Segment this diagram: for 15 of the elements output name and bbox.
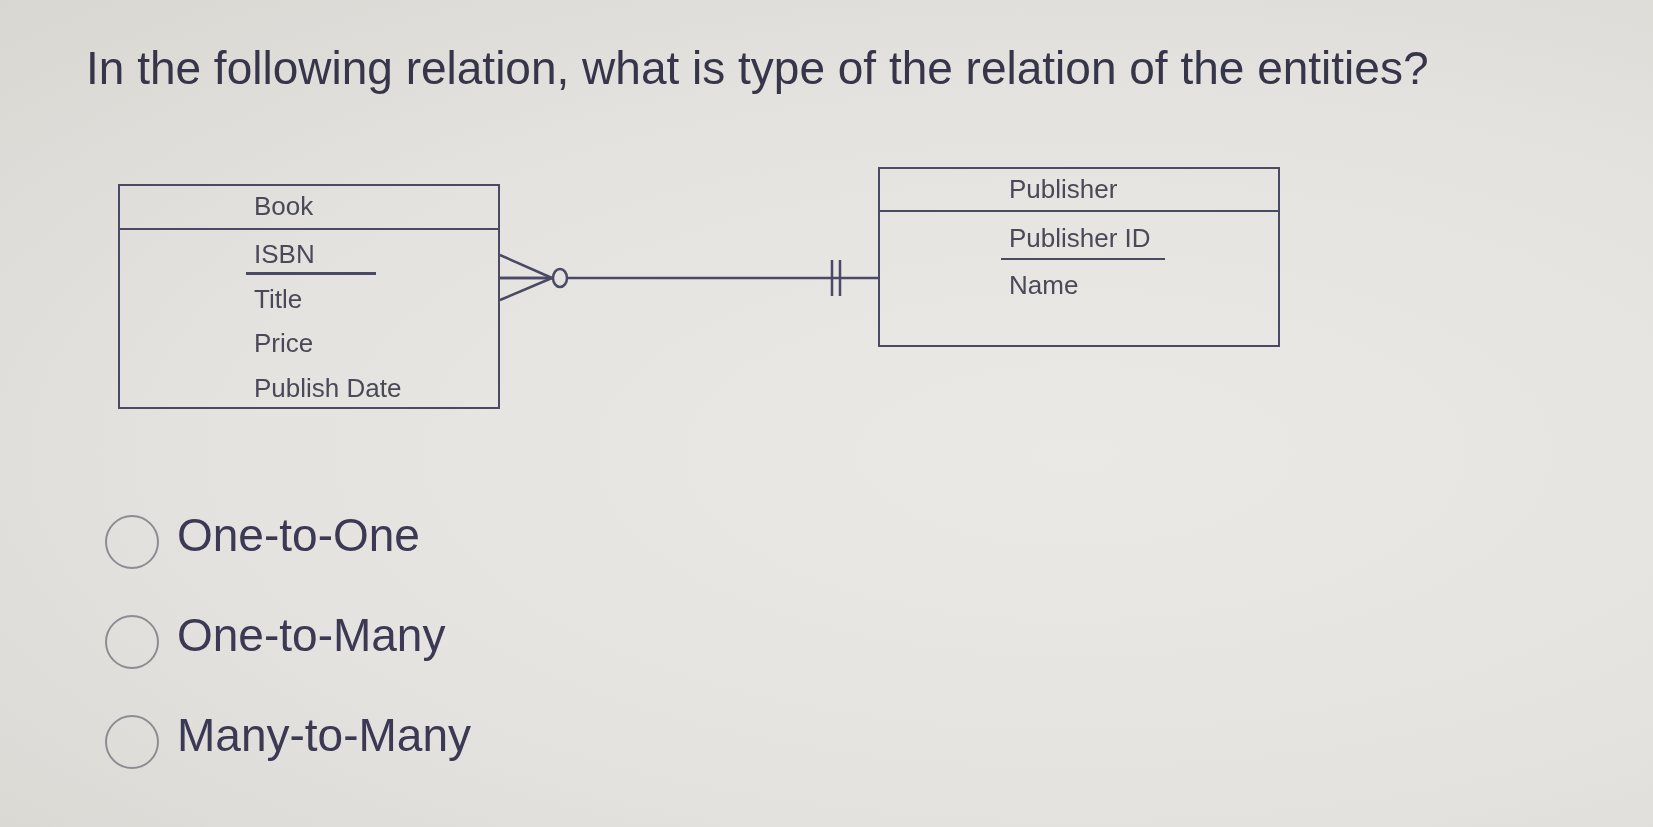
answer-option: Many-to-Many: [177, 708, 471, 764]
attribute-name: Title: [254, 282, 303, 316]
answer-option: One-to-One: [177, 508, 420, 564]
question-text: In the following relation, what is type of the relation of the entities?: [86, 41, 1429, 96]
answer-option: One-to-Many: [177, 608, 446, 664]
entity-box: [118, 184, 500, 409]
key-attribute: ISBN: [246, 232, 376, 277]
attribute-name: Price: [254, 327, 314, 361]
entity-name: Book: [254, 190, 314, 223]
key-attribute: Publisher ID: [1001, 215, 1165, 262]
relationship-line: [498, 253, 878, 302]
entity-box: [878, 167, 1280, 347]
attribute-name: Publish Date: [254, 372, 402, 406]
entity-name: Publisher: [1009, 173, 1118, 206]
attribute-name: Name: [1009, 269, 1079, 302]
